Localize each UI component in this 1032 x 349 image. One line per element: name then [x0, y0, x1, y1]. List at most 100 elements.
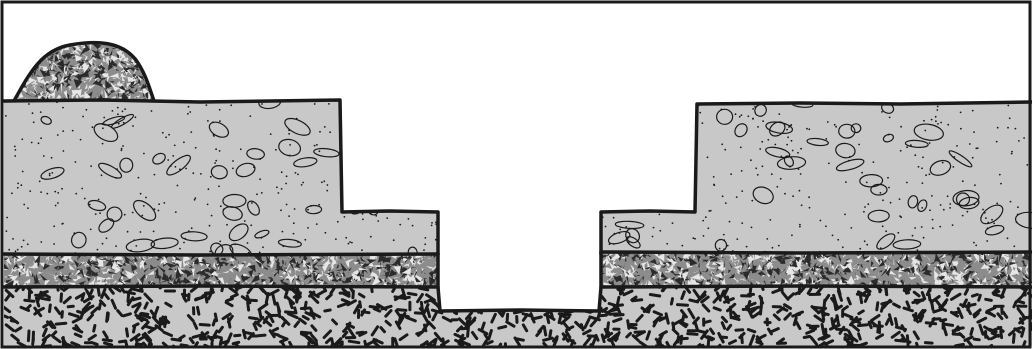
- sand-dot: [115, 245, 117, 247]
- sand-dot: [61, 188, 63, 190]
- subgrade-dash: [859, 334, 861, 339]
- sand-dot: [192, 172, 194, 174]
- sand-dot: [755, 167, 757, 169]
- sand-dot: [219, 150, 221, 152]
- sand-dot: [123, 122, 125, 124]
- sand-dot: [95, 213, 97, 215]
- sand-dot: [17, 187, 19, 189]
- sand-dot: [97, 249, 99, 251]
- subgrade-dash: [258, 335, 265, 336]
- sand-dot: [251, 202, 253, 204]
- sand-dot: [46, 193, 48, 195]
- sand-dot: [270, 133, 272, 135]
- sand-dot: [297, 241, 299, 243]
- sand-dot: [141, 215, 143, 217]
- sand-dot: [949, 203, 951, 205]
- sand-dot: [72, 130, 74, 132]
- sand-dot: [51, 172, 53, 174]
- sand-dot: [158, 210, 160, 212]
- subgrade-dash: [581, 325, 583, 330]
- sand-dot: [211, 215, 213, 217]
- sand-dot: [960, 128, 962, 130]
- sand-dot: [864, 206, 866, 208]
- sand-dot: [289, 144, 291, 146]
- sand-dot: [135, 245, 137, 247]
- sand-dot: [702, 220, 704, 222]
- sand-dot: [167, 159, 169, 161]
- sand-dot: [771, 173, 773, 175]
- sand-dot: [168, 134, 170, 136]
- sand-dot: [952, 224, 954, 226]
- sand-dot: [133, 239, 135, 241]
- subgrade-dash: [550, 331, 551, 337]
- sand-dot: [832, 235, 834, 237]
- subgrade-dash: [931, 301, 933, 310]
- sand-dot: [800, 148, 802, 150]
- subgrade-dash: [941, 320, 946, 321]
- sand-dot: [316, 223, 318, 225]
- sand-dot: [130, 250, 132, 252]
- sand-dot: [972, 110, 974, 112]
- sand-dot: [897, 232, 899, 234]
- sand-dot: [720, 109, 722, 111]
- subgrade-dash: [487, 342, 492, 344]
- sand-dot: [954, 156, 956, 158]
- sand-dot: [172, 155, 174, 157]
- sand-dot: [929, 209, 931, 211]
- subgrade-dash: [499, 327, 506, 329]
- sand-dot: [900, 150, 902, 152]
- sand-dot: [140, 193, 142, 195]
- sand-dot: [703, 235, 705, 237]
- sand-dot: [825, 225, 827, 227]
- sand-dot: [942, 162, 944, 164]
- sand-dot: [799, 226, 801, 228]
- sand-dot: [40, 191, 42, 193]
- subgrade-dash: [732, 318, 740, 320]
- sand-dot: [190, 131, 192, 133]
- sand-dot: [288, 129, 290, 131]
- sand-dot: [1015, 128, 1017, 130]
- sand-dot: [747, 115, 749, 117]
- subgrade-dash: [213, 320, 215, 325]
- sand-dot: [784, 193, 786, 195]
- subgrade-dash: [68, 306, 73, 307]
- sand-dot: [90, 165, 92, 167]
- subgrade-dash: [215, 314, 216, 321]
- sand-dot: [21, 246, 23, 248]
- sand-dot: [351, 242, 353, 244]
- sand-dot: [115, 177, 117, 179]
- sand-dot: [423, 249, 425, 251]
- sand-dot: [318, 204, 320, 206]
- sand-dot: [31, 142, 33, 144]
- sand-dot: [1017, 214, 1019, 216]
- sand-dot: [917, 249, 919, 251]
- subgrade-dash: [127, 329, 128, 336]
- sand-dot: [57, 202, 59, 204]
- sand-dot: [62, 130, 64, 132]
- sand-dot: [39, 181, 41, 183]
- sand-dot: [722, 195, 724, 197]
- sand-dot: [185, 168, 187, 170]
- sand-dot: [725, 202, 727, 204]
- subgrade-dash: [965, 290, 967, 295]
- sand-dot: [791, 234, 793, 236]
- sand-dot: [774, 144, 776, 146]
- subgrade-dash: [1022, 329, 1024, 337]
- subgrade-dash: [134, 324, 139, 326]
- sand-dot: [619, 232, 621, 234]
- sand-dot: [932, 227, 934, 229]
- subgrade-dash: [273, 295, 275, 304]
- sand-dot: [15, 149, 17, 151]
- subgrade-dash: [953, 312, 958, 313]
- sand-dot: [247, 242, 249, 244]
- sand-dot: [999, 174, 1001, 176]
- sand-dot: [899, 198, 901, 200]
- subgrade-dash: [742, 335, 743, 342]
- sand-dot: [122, 145, 124, 147]
- sand-dot: [431, 222, 433, 224]
- subgrade-dash: [757, 342, 762, 344]
- subgrade-dash: [690, 300, 698, 302]
- subgrade-dash: [861, 343, 867, 345]
- sand-dot: [939, 226, 941, 228]
- sand-dot: [49, 175, 51, 177]
